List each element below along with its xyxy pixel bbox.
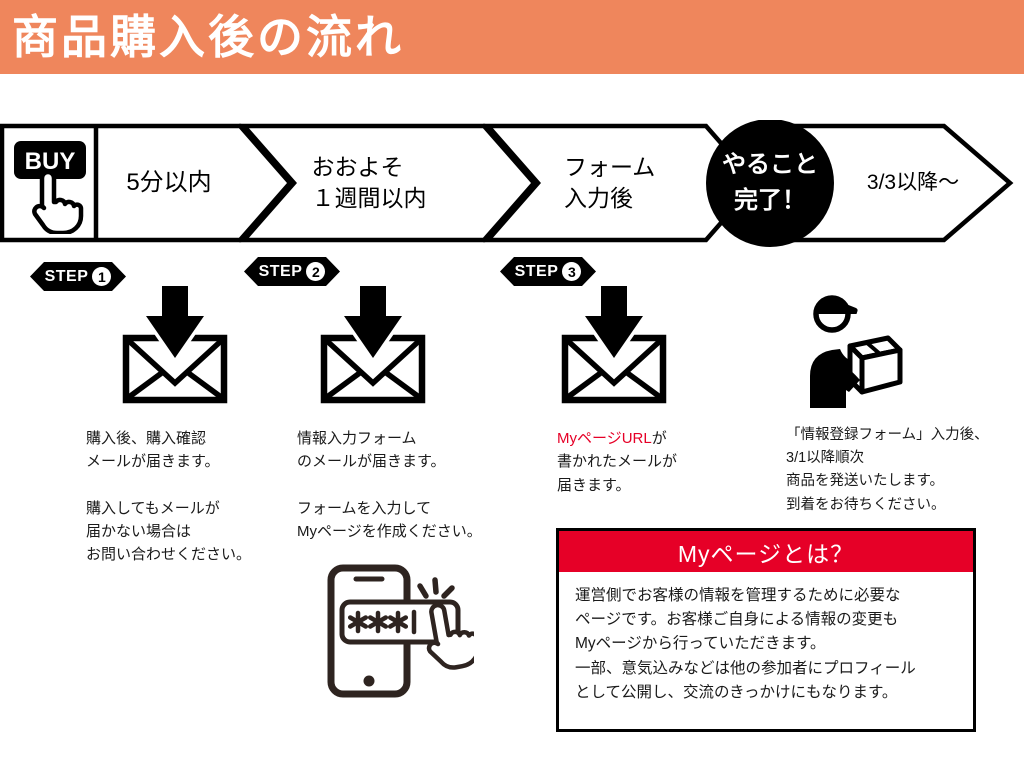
step-1-word: STEP	[44, 267, 89, 285]
step-1-note: 購入後、購入確認 メールが届きます。 購入してもメールが 届かない場合は お問い…	[86, 430, 252, 564]
step-2-number: 2	[306, 262, 325, 281]
shipping-note: 「情報登録フォーム」入力後、 3/1以降順次 商品を発送いたします。 到着をお待…	[786, 427, 989, 513]
step-1-number: 1	[92, 267, 111, 286]
mypage-info-box: Myページとは？ 運営側でお客様の情報を管理するために必要な ページです。お客様…	[556, 528, 976, 732]
step-3-badge: STEP 3	[500, 257, 596, 286]
done-circle	[706, 120, 834, 247]
step-3-number: 3	[562, 262, 581, 281]
step-2-badge: STEP 2	[244, 257, 340, 286]
timeline-label-form: フォーム 入力後	[564, 153, 656, 211]
done-badge-label: やること 完了！	[722, 151, 818, 214]
timeline-label-5min: 5分以内	[126, 168, 212, 196]
step-2-note: 情報入力フォーム のメールが届きます。 フォームを入力して Myページを作成くだ…	[297, 430, 482, 540]
step-3-note-rest: が 書かれたメールが 届きます。	[557, 430, 678, 494]
mail-received-icon	[320, 286, 426, 404]
mail-received-icon	[561, 286, 667, 404]
step-1-badge: STEP 1	[30, 262, 126, 291]
step-3-note: MyページURLが 書かれたメールが 届きます。	[557, 427, 772, 497]
timeline-label-after: 3/3以降〜	[866, 170, 960, 194]
step-2-word: STEP	[258, 262, 303, 280]
timeline-label-week: おおよそ １週間以内	[311, 153, 427, 211]
header-bar: 商品購入後の流れ	[0, 0, 1024, 74]
mail-received-icon	[122, 286, 228, 404]
buy-click-icon: BUY	[14, 141, 86, 234]
smartphone-password-icon	[327, 564, 474, 698]
delivery-person-icon	[810, 295, 903, 408]
timeline-segment-week	[239, 123, 537, 243]
page-title: 商品購入後の流れ	[12, 11, 404, 63]
timeline-segment-form	[483, 123, 759, 243]
step-3-word: STEP	[514, 262, 559, 280]
mypage-box-body: 運営側でお客様の情報を管理するために必要な ページです。お客様ご自身による情報の…	[575, 587, 916, 701]
mypage-box-title: Myページとは？	[559, 531, 973, 572]
step-3-note-highlight: MyページURL	[557, 430, 652, 447]
